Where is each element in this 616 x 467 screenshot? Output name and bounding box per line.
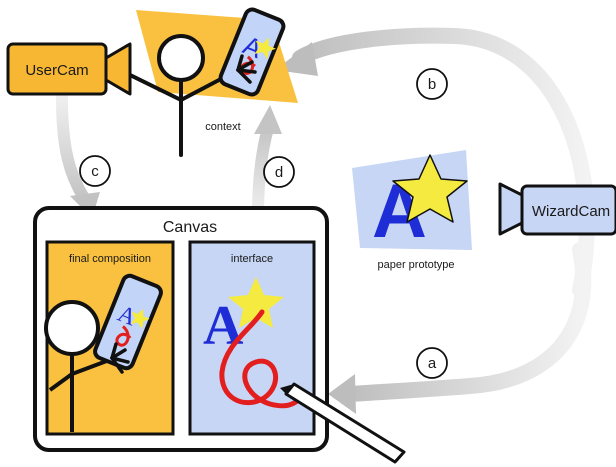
svg-text:A: A <box>203 295 244 357</box>
context-label: context <box>205 121 240 133</box>
marker-c: c <box>79 155 111 187</box>
usercam <box>6 42 132 96</box>
paper-prototype-label: paper prototype <box>377 259 454 271</box>
svg-text:c: c <box>91 163 99 180</box>
wizardcam-label: WizardCam <box>532 203 610 220</box>
interface-label: interface <box>231 253 273 265</box>
paper-prototype-star <box>392 154 468 223</box>
stylus-icon <box>280 382 406 464</box>
arrow-d-head <box>254 105 282 134</box>
marker-a: a <box>416 347 448 379</box>
svg-text:b: b <box>428 76 436 93</box>
red-scribble <box>219 309 307 409</box>
interface-panel: A <box>188 240 316 436</box>
context-hand <box>236 54 257 84</box>
svg-text:d: d <box>275 164 283 181</box>
marker-d: d <box>263 156 295 188</box>
final-composition-panel: A <box>44 240 175 436</box>
arrow-a <box>342 242 592 402</box>
marker-b: b <box>416 68 448 100</box>
arrow-a-head <box>328 374 356 414</box>
arrow-c <box>56 92 90 204</box>
svg-text:a: a <box>428 355 437 372</box>
wizardcam <box>498 182 616 236</box>
usercam-label: UserCam <box>25 62 88 79</box>
final-composition-label: final composition <box>69 253 151 265</box>
canvas-title: Canvas <box>163 219 217 236</box>
context-phone: A <box>218 7 286 97</box>
arrow-d <box>252 122 274 221</box>
